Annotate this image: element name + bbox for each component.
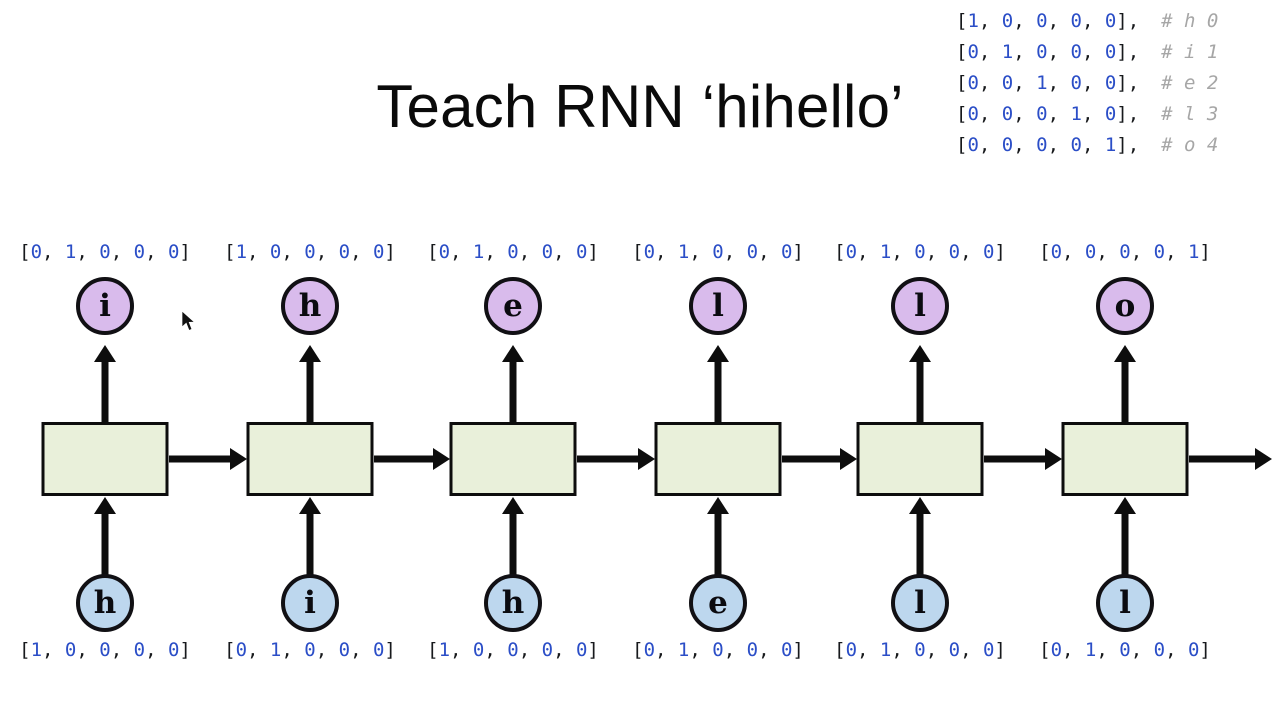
hidden-state-arrow [576, 448, 655, 470]
input-node: l [891, 574, 949, 632]
input-vector-label: [0, 1, 0, 0, 0] [224, 639, 396, 661]
legend-comment: # e 2 [1161, 72, 1219, 94]
hidden-state-arrow [781, 448, 857, 470]
input-arrow [1114, 497, 1136, 575]
output-vector-label: [1, 0, 0, 0, 0] [224, 241, 396, 263]
output-vector-label: [0, 1, 0, 0, 0] [632, 241, 804, 263]
input-arrow [707, 497, 729, 575]
rnn-cell [41, 422, 169, 496]
input-arrow [299, 497, 321, 575]
rnn-cell [246, 422, 374, 496]
input-node: h [484, 574, 542, 632]
mouse-cursor-icon [182, 311, 196, 331]
output-arrow [909, 345, 931, 423]
rnn-cell [1061, 422, 1189, 496]
legend-vector: [0, 0, 0, 0, 1], [956, 134, 1140, 156]
output-vector-label: [0, 1, 0, 0, 0] [427, 241, 599, 263]
hidden-state-arrow [983, 448, 1062, 470]
output-arrow [707, 345, 729, 423]
input-vector-label: [0, 1, 0, 0, 0] [834, 639, 1006, 661]
legend-vector: [0, 0, 1, 0, 0], [956, 72, 1140, 94]
input-vector-label: [0, 1, 0, 0, 0] [1039, 639, 1211, 661]
hidden-state-arrow [373, 448, 450, 470]
output-node: l [689, 277, 747, 335]
input-arrow [502, 497, 524, 575]
input-node: i [281, 574, 339, 632]
output-node: h [281, 277, 339, 335]
hidden-state-arrow-trailing [1188, 448, 1272, 470]
legend-row: [0, 0, 0, 0, 1], # o 4 [956, 130, 1218, 161]
output-node: i [76, 277, 134, 335]
legend-row: [1, 0, 0, 0, 0], # h 0 [956, 6, 1218, 37]
legend-vector: [0, 1, 0, 0, 0], [956, 41, 1140, 63]
input-arrow [94, 497, 116, 575]
input-vector-label: [1, 0, 0, 0, 0] [427, 639, 599, 661]
rnn-cell [654, 422, 782, 496]
legend-comment: # i 1 [1161, 41, 1219, 63]
output-vector-label: [0, 1, 0, 0, 0] [19, 241, 191, 263]
input-vector-label: [0, 1, 0, 0, 0] [632, 639, 804, 661]
legend-row: [0, 1, 0, 0, 0], # i 1 [956, 37, 1218, 68]
input-node: h [76, 574, 134, 632]
rnn-cell [449, 422, 577, 496]
hidden-state-arrow [168, 448, 247, 470]
output-vector-label: [0, 1, 0, 0, 0] [834, 241, 1006, 263]
legend-row: [0, 0, 1, 0, 0], # e 2 [956, 68, 1218, 99]
output-node: o [1096, 277, 1154, 335]
input-arrow [909, 497, 931, 575]
page-title: Teach RNN ‘hihello’ [376, 73, 904, 140]
input-node: e [689, 574, 747, 632]
output-arrow [299, 345, 321, 423]
output-vector-label: [0, 0, 0, 0, 1] [1039, 241, 1211, 263]
output-node: e [484, 277, 542, 335]
output-arrow [502, 345, 524, 423]
rnn-cell [856, 422, 984, 496]
input-vector-label: [1, 0, 0, 0, 0] [19, 639, 191, 661]
one-hot-legend: [1, 0, 0, 0, 0], # h 0 [0, 1, 0, 0, 0], # i… [956, 6, 1218, 161]
legend-comment: # l 3 [1161, 103, 1219, 125]
legend-comment: # o 4 [1161, 134, 1219, 156]
legend-vector: [1, 0, 0, 0, 0], [956, 10, 1140, 32]
legend-row: [0, 0, 0, 1, 0], # l 3 [956, 99, 1218, 130]
input-node: l [1096, 574, 1154, 632]
legend-comment: # h 0 [1161, 10, 1219, 32]
output-arrow [94, 345, 116, 423]
legend-vector: [0, 0, 0, 1, 0], [956, 103, 1140, 125]
output-arrow [1114, 345, 1136, 423]
output-node: l [891, 277, 949, 335]
